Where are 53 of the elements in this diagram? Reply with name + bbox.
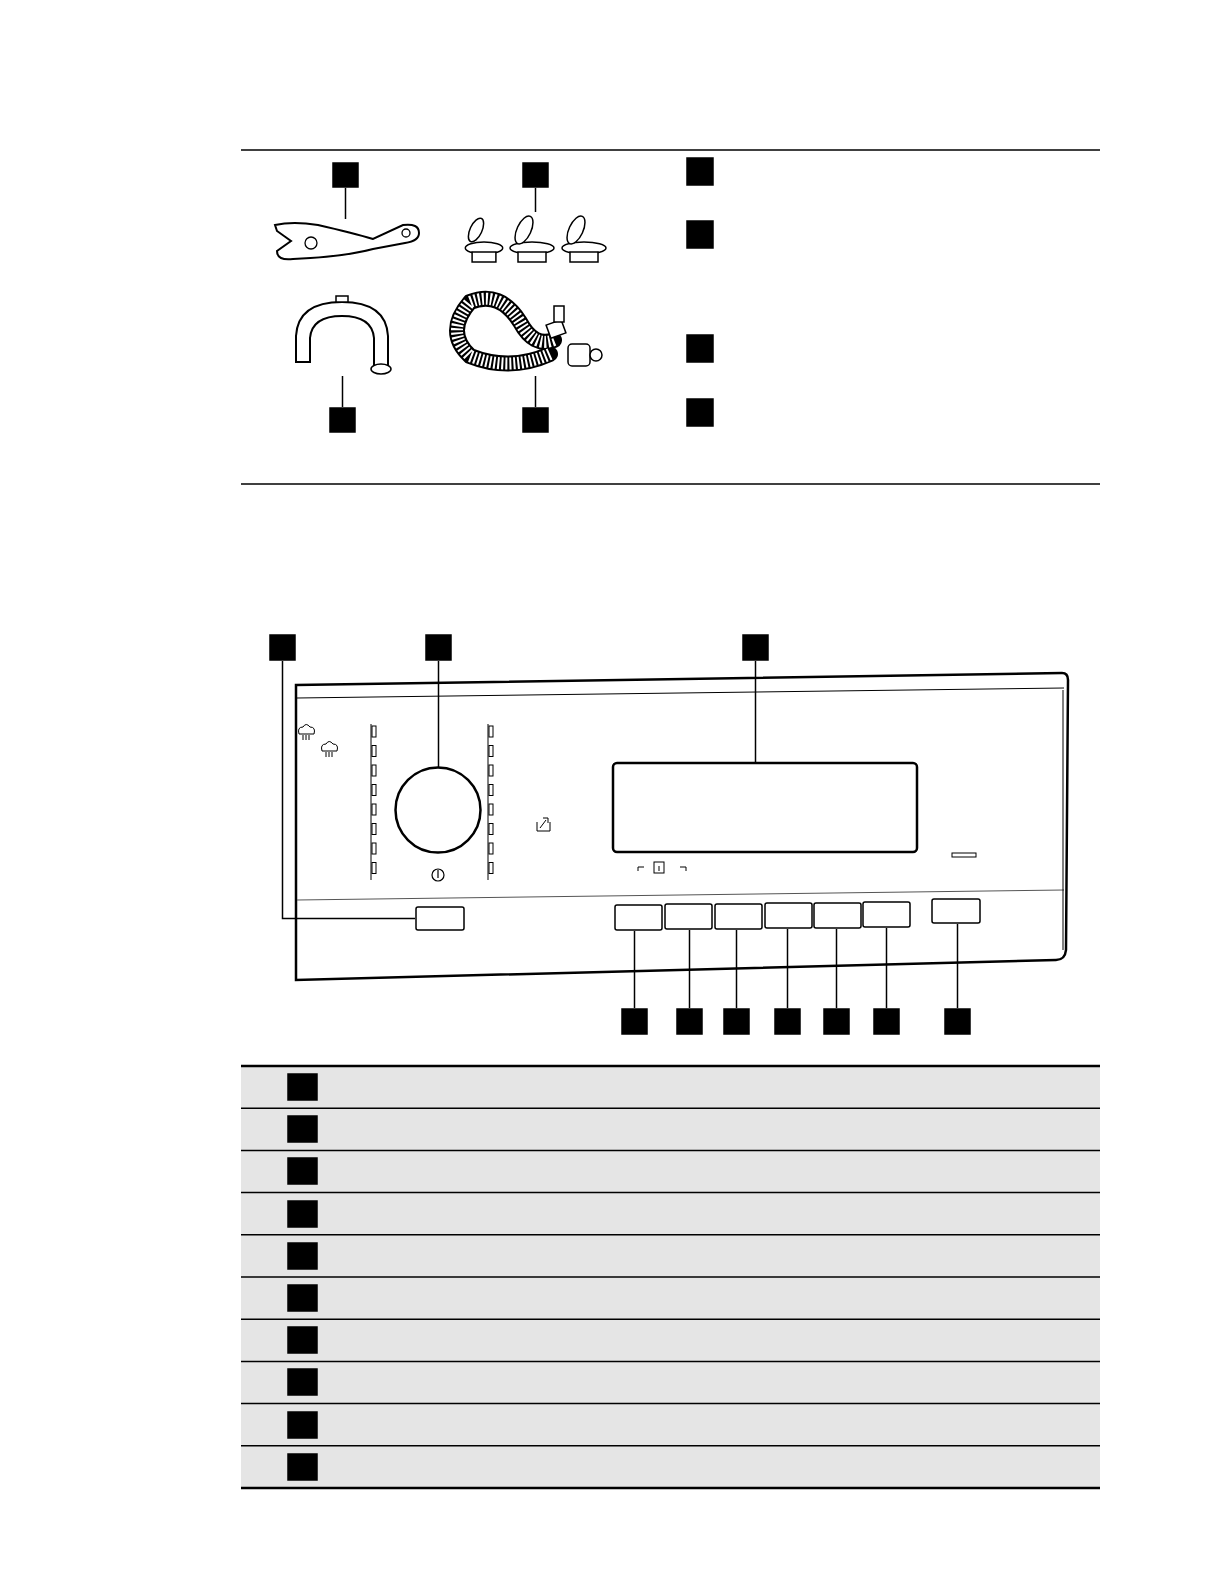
panel-button	[664, 903, 713, 930]
callout-marker	[944, 1008, 971, 1035]
leader-line	[735, 929, 738, 1009]
leader-line	[885, 927, 888, 1009]
callout-marker	[742, 634, 769, 661]
leader-line	[534, 375, 537, 408]
callout-marker	[269, 634, 296, 661]
panel-button	[614, 904, 663, 931]
leader-line	[835, 928, 838, 1009]
panel-button	[862, 901, 911, 928]
callout-marker	[621, 1008, 648, 1035]
callout-marker	[287, 1368, 318, 1396]
callout-marker	[287, 1326, 318, 1354]
panel-button	[813, 902, 862, 929]
leader-line	[633, 930, 636, 1009]
panel-button	[714, 903, 763, 930]
callout-marker	[287, 1284, 318, 1312]
callout-marker	[329, 407, 356, 433]
callout-marker	[686, 220, 714, 249]
leader-line	[437, 660, 440, 768]
callout-marker	[425, 634, 452, 661]
callout-marker	[287, 1411, 318, 1439]
leader-line	[688, 929, 691, 1009]
wrench-drawing	[273, 219, 421, 261]
callout-marker	[522, 407, 549, 433]
panel-button	[931, 898, 981, 924]
panel-button	[415, 906, 465, 931]
callout-marker	[522, 162, 549, 188]
callout-marker	[686, 157, 714, 186]
leader-line	[786, 928, 789, 1009]
callout-marker	[287, 1157, 318, 1185]
callout-marker	[287, 1115, 318, 1143]
leader-line	[754, 660, 757, 763]
callout-marker	[676, 1008, 703, 1035]
callout-marker	[686, 398, 714, 427]
leader-line	[281, 660, 416, 920]
leader-line	[344, 187, 347, 220]
callout-marker	[823, 1008, 850, 1035]
callout-marker	[332, 162, 359, 188]
callout-marker	[723, 1008, 750, 1035]
program-knob	[394, 766, 482, 854]
callout-marker	[873, 1008, 900, 1035]
callout-marker	[774, 1008, 801, 1035]
display-screen	[612, 762, 918, 853]
callout-marker	[287, 1073, 318, 1101]
callout-marker	[287, 1453, 318, 1481]
panel-button	[764, 902, 813, 929]
leader-line	[956, 923, 959, 1009]
callout-marker	[287, 1200, 318, 1228]
leader-line	[341, 375, 344, 408]
callout-marker	[287, 1242, 318, 1270]
callout-marker	[686, 334, 714, 363]
leader-line	[534, 187, 537, 213]
